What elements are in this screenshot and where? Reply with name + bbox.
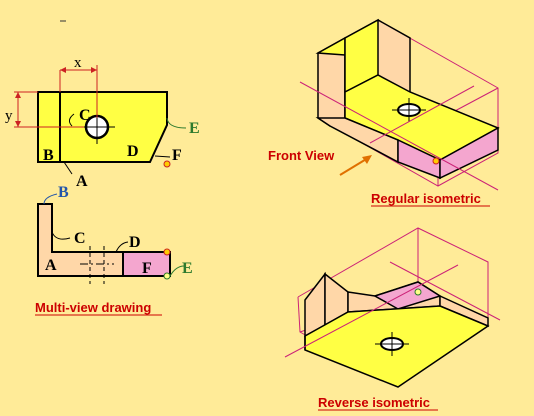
- leader-e-top: [166, 117, 187, 129]
- label-c-front: C: [74, 230, 86, 247]
- regular-proj-line-2: [369, 85, 475, 144]
- point-marker-top: [163, 160, 171, 168]
- caption-reverse-isometric: Reverse isometric: [318, 395, 430, 410]
- leader-f-top: [154, 155, 171, 158]
- label-b-front: B: [58, 184, 69, 201]
- y-dim-label: y: [5, 108, 13, 124]
- point-marker-front-top: [163, 248, 171, 256]
- x-dim-label: x: [74, 55, 82, 71]
- regular-point-marker: [432, 157, 440, 165]
- label-e-front: E: [182, 260, 193, 277]
- leader-c-top: [68, 113, 75, 127]
- label-d-top: D: [127, 143, 139, 160]
- regular-proj-line-1: [299, 81, 499, 191]
- point-marker-front-bottom: [163, 272, 171, 280]
- reverse-proj-line-2: [389, 261, 501, 321]
- x-dim-arrow-left: [60, 67, 66, 73]
- label-a-top: A: [76, 173, 88, 190]
- front-view-face-f: [122, 251, 171, 277]
- label-f-front: F: [142, 260, 152, 277]
- x-dim-arrow-right: [91, 67, 97, 73]
- leader-a-top: [63, 161, 73, 175]
- label-e-top: E: [189, 120, 200, 137]
- leader-e-front: [169, 265, 185, 277]
- reverse-isometric: [284, 227, 501, 388]
- top-view: x y B C D A E F: [5, 55, 200, 190]
- front-view-arrow-head: [362, 155, 372, 164]
- label-a-front: A: [45, 257, 57, 274]
- leader-c-front: [51, 231, 71, 240]
- y-dim-arrow-bottom: [15, 121, 21, 127]
- front-view-arrow-shaft: [339, 157, 369, 176]
- front-view: B C D A F E: [37, 184, 193, 284]
- label-f-top: F: [172, 147, 182, 164]
- label-b-top: B: [43, 147, 54, 164]
- leader-d-front: [115, 241, 129, 253]
- reverse-proj-line-1: [284, 264, 459, 358]
- regular-isometric: [299, 18, 500, 191]
- leader-b-front: [43, 193, 58, 205]
- y-dim-arrow-top: [15, 92, 21, 98]
- caption-multiview: Multi-view drawing: [35, 300, 151, 315]
- label-c-top: C: [79, 107, 91, 124]
- front-view-label: Front View: [268, 148, 335, 163]
- regular-face-side: [439, 126, 499, 180]
- reverse-point-marker: [414, 288, 422, 296]
- label-d-front: D: [129, 234, 141, 251]
- caption-regular-isometric: Regular isometric: [371, 191, 481, 206]
